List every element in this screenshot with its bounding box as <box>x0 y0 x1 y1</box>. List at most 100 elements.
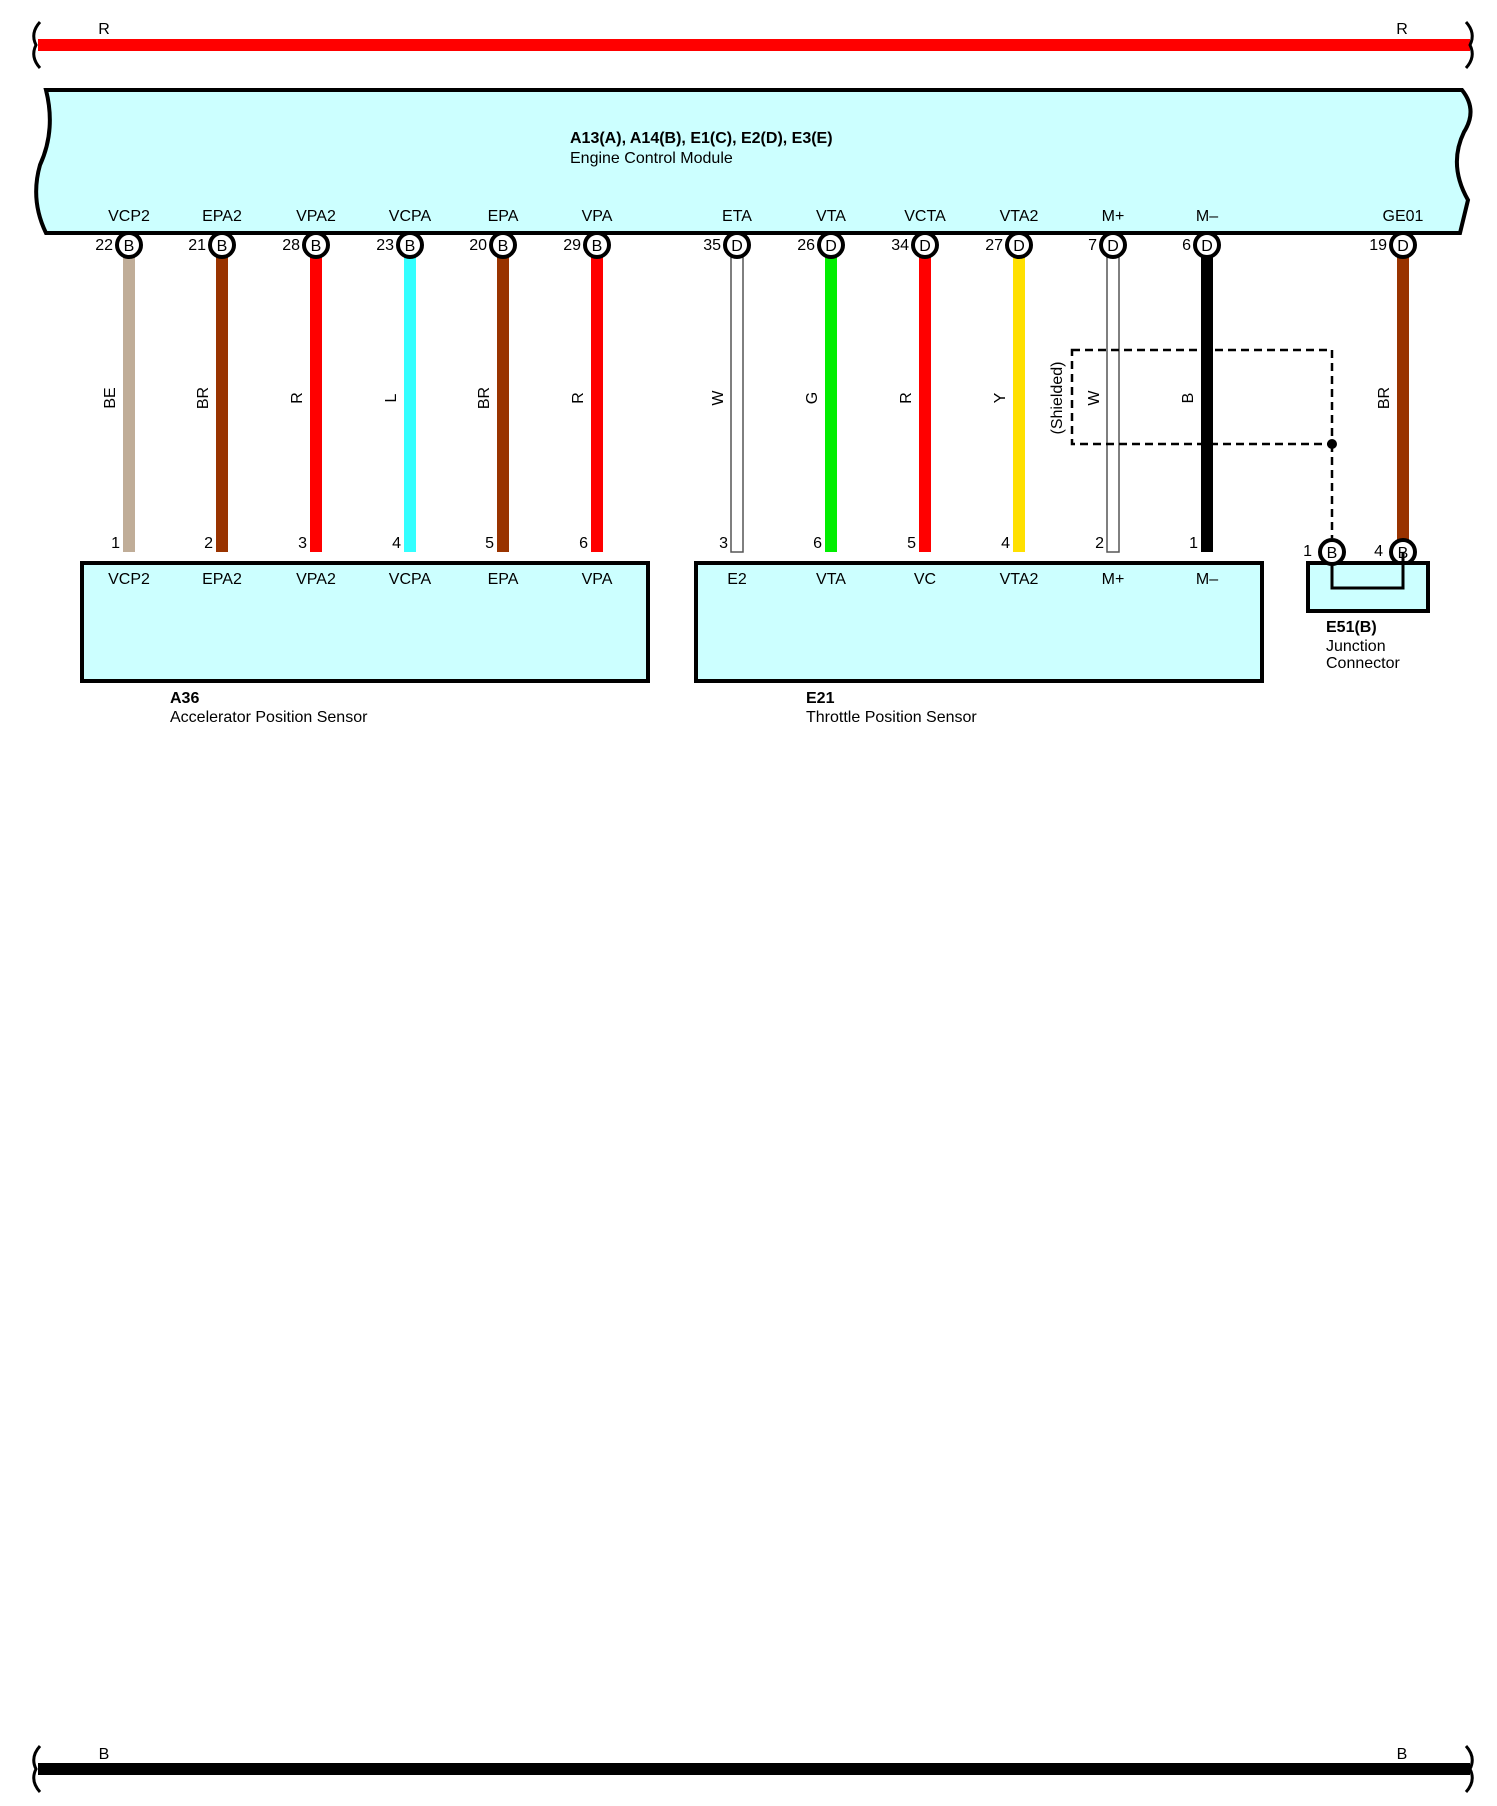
ecm-pin-name: EPA2 <box>202 208 242 225</box>
shield-splice-dot <box>1327 439 1337 449</box>
ecm-pin-connector: B <box>498 238 509 255</box>
shield: (Shielded) <box>1049 348 1337 538</box>
ecm-pin-terminal <box>723 231 751 259</box>
ecm-pin-name: VCTA <box>904 208 946 225</box>
ecm-pin-connector: D <box>1013 238 1025 255</box>
ecm-pin-number: 20 <box>469 237 487 254</box>
ecm-pin-terminal <box>489 231 517 259</box>
junction-id: E51(B) <box>1326 619 1377 636</box>
sensor-pin-number: 2 <box>204 535 213 552</box>
ecm-pin-number: 29 <box>563 237 581 254</box>
ecm-pin-terminal <box>817 231 845 259</box>
throttle-pin-name: M+ <box>1102 571 1125 588</box>
ecm-box: A13(A), A14(B), E1(C), E2(D), E3(E) Engi… <box>34 88 1473 235</box>
ecm-pin-name: GE01 <box>1383 208 1424 225</box>
sensor-pin-number: 4 <box>1001 535 1010 552</box>
bottom-rail-right-label: B <box>1397 1746 1408 1763</box>
ecm-pin-terminal <box>583 231 611 259</box>
ecm-pin-terminal <box>208 231 236 259</box>
accel-sensor-box <box>80 561 650 683</box>
ecm-pin-name: EPA <box>488 208 519 225</box>
bottom-rail: B B <box>32 1744 1474 1794</box>
wire-color-code: R <box>289 392 306 404</box>
ecm-outline <box>34 88 1473 235</box>
ecm-pin-terminal <box>115 231 143 259</box>
shield-dashed-box <box>1070 348 1334 446</box>
ecm-subtitle: Engine Control Module <box>570 150 733 167</box>
ecm-pin-name: M– <box>1196 208 1218 225</box>
ecm-pin-number: 34 <box>891 237 909 254</box>
ecm-pin-connector: D <box>731 238 743 255</box>
ecm-pin-connector: D <box>1107 238 1119 255</box>
ecm-pin-terminal <box>1193 231 1221 259</box>
ecm-pin-connector: D <box>1397 238 1409 255</box>
wire-line <box>1106 244 1120 553</box>
ecm-pin-connector: B <box>405 238 416 255</box>
throttle-pin-name: VTA2 <box>1000 571 1039 588</box>
wire-color-code: G <box>804 392 821 404</box>
ecm-pin-number: 27 <box>985 237 1003 254</box>
shield-label: (Shielded) <box>1049 362 1066 435</box>
ecm-pin-connector: B <box>592 238 603 255</box>
wire-color-code: L <box>383 393 400 402</box>
junction-name-line2: Connector <box>1326 655 1400 672</box>
ecm-pin-terminal <box>396 231 424 259</box>
accel-sensor-name: Accelerator Position Sensor <box>170 709 368 726</box>
wire-color-code: W <box>710 390 727 406</box>
ecm-title: A13(A), A14(B), E1(C), E2(D), E3(E) <box>570 130 833 147</box>
junction-bus <box>1330 552 1405 590</box>
bottom-rail-left-brace <box>32 1744 42 1794</box>
junction-pin-1-terminal <box>1318 538 1346 566</box>
ecm-pin-name: VCP2 <box>108 208 150 225</box>
ecm-pin-connector: B <box>217 238 228 255</box>
sensor-pin-number: 5 <box>485 535 494 552</box>
throttle-pin-name: VC <box>914 571 936 588</box>
accel-pin-name: VCP2 <box>108 571 150 588</box>
ecm-pin-connector: D <box>825 238 837 255</box>
junction-pin-1-number: 1 <box>1303 543 1312 560</box>
ecm-pin-number: 28 <box>282 237 300 254</box>
throttle-pin-name: M– <box>1196 571 1218 588</box>
junction-pin-1-conn: B <box>1327 545 1338 562</box>
throttle-pin-name: E2 <box>727 571 747 588</box>
sensor-pin-number: 5 <box>907 535 916 552</box>
ecm-pin-connector: D <box>1201 238 1213 255</box>
ecm-pin-name: M+ <box>1102 208 1125 225</box>
wire-color-code: R <box>898 392 915 404</box>
accel-pin-name: VPA2 <box>296 571 336 588</box>
ecm-pin-name: ETA <box>722 208 752 225</box>
top-rail: R R <box>32 20 1474 70</box>
accel-pin-name: EPA2 <box>202 571 242 588</box>
throttle-sensor-id: E21 <box>806 690 835 707</box>
throttle-sensor-box <box>694 561 1264 683</box>
wire-color-code: BR <box>476 387 493 409</box>
accel-sensor-id: A36 <box>170 690 199 707</box>
wire-color-code: Y <box>992 392 1009 403</box>
ecm-pin-name: VPA2 <box>296 208 336 225</box>
ecm-pin-connector: D <box>919 238 931 255</box>
wire-8: VCTA D 34R 5 <box>891 208 946 552</box>
sensor-pin-number: 1 <box>111 535 120 552</box>
ecm-pin-connector: B <box>311 238 322 255</box>
ecm-pin-number: 6 <box>1182 237 1191 254</box>
ecm-pin-number: 35 <box>703 237 721 254</box>
top-rail-left-brace <box>32 20 42 70</box>
wire-line <box>730 244 744 553</box>
ecm-pin-terminal <box>1389 231 1417 259</box>
top-rail-right-label: R <box>1396 21 1408 38</box>
junction-name-line1: Junction <box>1326 638 1386 655</box>
ecm-pin-terminal <box>1099 231 1127 259</box>
wire-color-code: BR <box>1376 387 1393 409</box>
ecm-pin-connector: B <box>124 238 135 255</box>
wire-color-code: W <box>1086 390 1103 406</box>
